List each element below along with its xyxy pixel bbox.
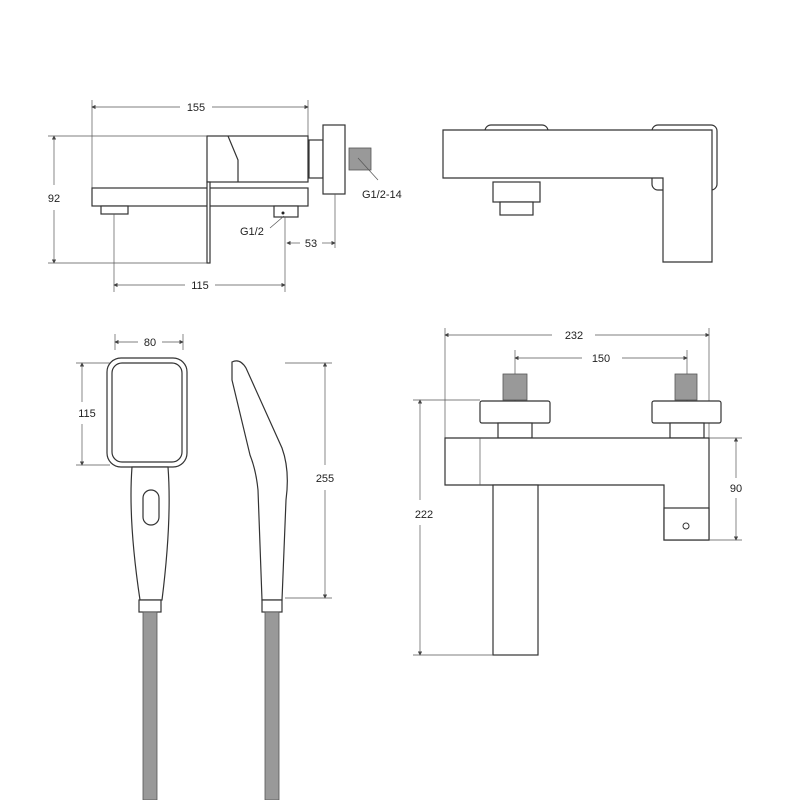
dim-90: 90 [730,483,742,495]
wall-flange [322,124,346,195]
hand-shower-front: 80 115 [76,334,188,800]
hand-shower-side: 255 [231,360,334,800]
dim-255: 255 [316,473,334,485]
dim-150: 150 [592,353,610,365]
dim-222: 222 [415,509,433,521]
top-body [442,129,713,263]
side-view: 155 G1/2-14 G1/2 92 115 53 [48,100,402,292]
dim-232: 232 [565,330,583,342]
dim-115: 115 [191,280,209,292]
dim-115-head: 115 [78,408,96,420]
mixer-body [206,135,309,183]
label-outlet-thread: G1/2 [240,226,264,238]
top-view [442,124,718,263]
outlet-nut [273,205,299,218]
dim-155: 155 [187,102,205,114]
label-inlet-thread: G1/2-14 [362,189,402,201]
hose [142,611,158,800]
spout-bar [91,187,309,207]
dim-92: 92 [48,193,60,205]
dim-53: 53 [305,238,317,250]
front-view: 232 150 90 222 [413,328,742,656]
dim-80: 80 [144,337,156,349]
shower-handle [130,466,170,601]
front-spout [492,484,539,656]
inlet-thread [348,147,372,171]
